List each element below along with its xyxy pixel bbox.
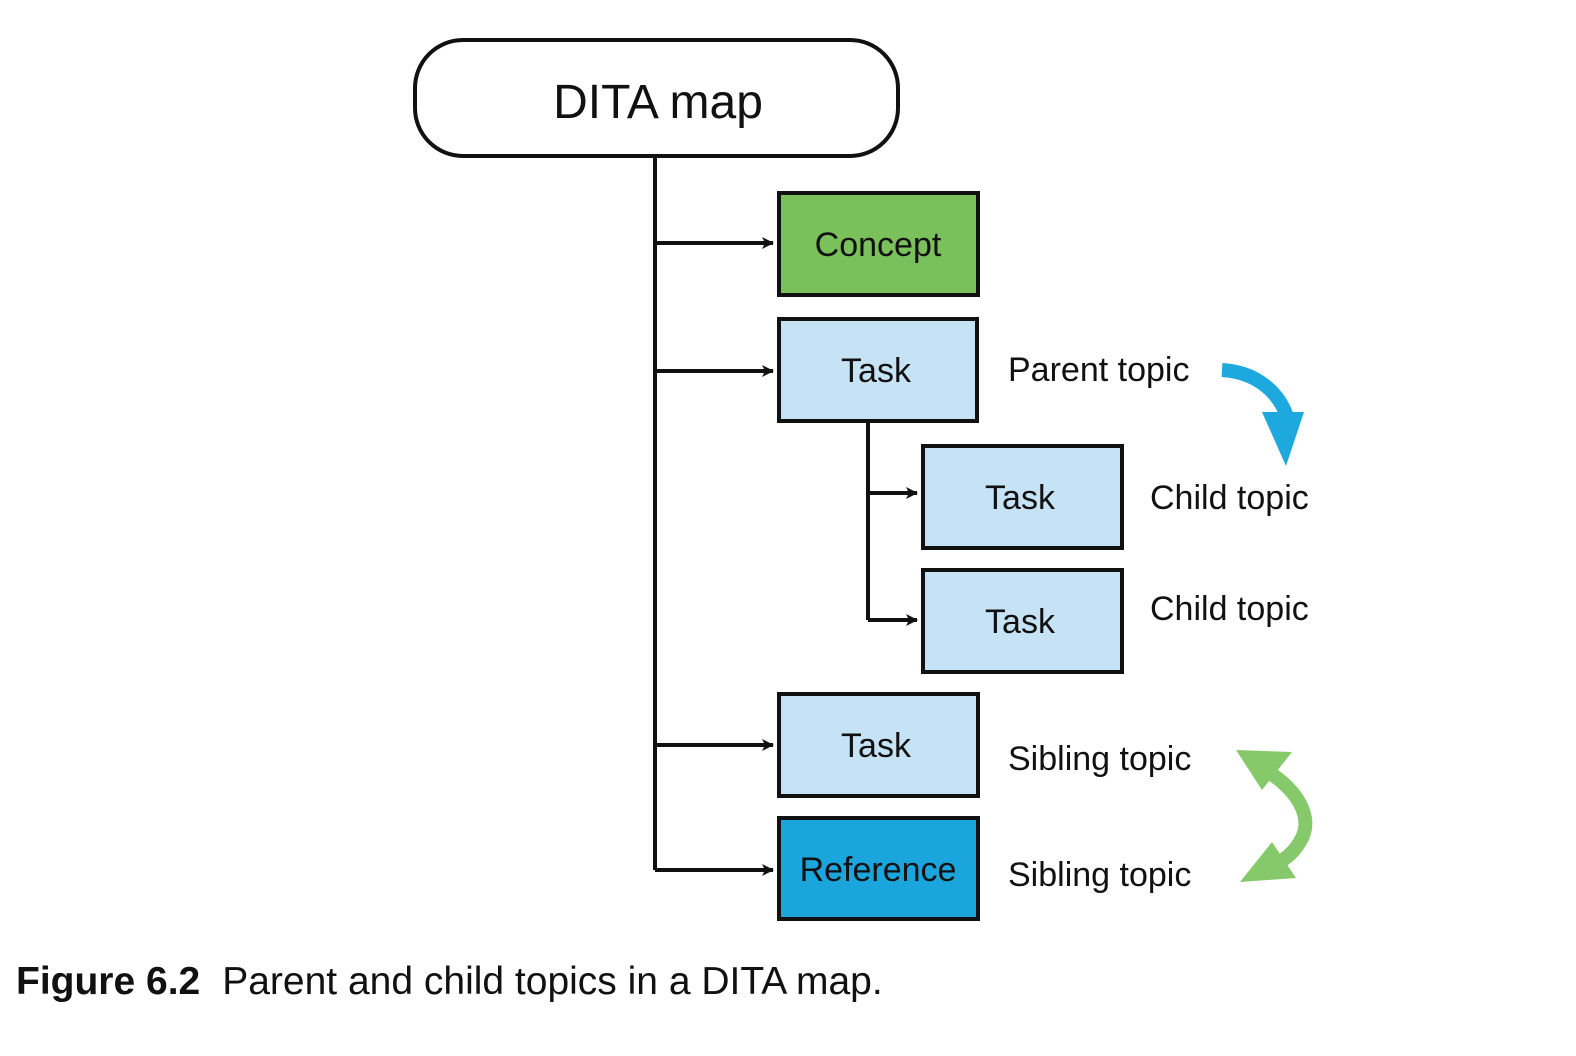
annotation-parent-topic: Parent topic <box>1008 351 1189 389</box>
annotation-child-topic-2: Child topic <box>1150 590 1309 628</box>
node-reference: Reference <box>777 816 980 921</box>
root-node-label: DITA map <box>553 76 763 129</box>
dita-map-diagram: DITA map Concept Task Task Task Task Ref… <box>413 38 1313 921</box>
annotation-sibling-topic-1: Sibling topic <box>1008 740 1191 778</box>
node-concept: Concept <box>777 191 980 297</box>
figure-caption: Figure 6.2 Parent and child topics in a D… <box>16 960 883 1004</box>
node-concept-label: Concept <box>815 226 942 264</box>
node-task-child-1-label: Task <box>985 479 1056 517</box>
node-task-sibling: Task <box>777 692 980 798</box>
root-node: DITA map <box>413 38 900 158</box>
parent-child-curved-arrow <box>1221 363 1304 466</box>
figure-caption-text: Parent and child topics in a DITA map. <box>222 960 883 1003</box>
node-task-parent: Task <box>777 317 979 423</box>
node-task-child-2: Task <box>921 568 1124 674</box>
node-task-parent-label: Task <box>841 352 912 390</box>
node-task-child-1: Task <box>921 444 1124 550</box>
node-reference-label: Reference <box>800 851 957 889</box>
sibling-curved-arrow <box>1236 750 1313 882</box>
node-task-child-2-label: Task <box>985 603 1056 641</box>
annotation-sibling-topic-2: Sibling topic <box>1008 856 1191 894</box>
annotation-child-topic-1: Child topic <box>1150 479 1309 517</box>
node-task-sibling-label: Task <box>841 727 912 765</box>
figure-caption-label: Figure 6.2 <box>16 960 201 1003</box>
